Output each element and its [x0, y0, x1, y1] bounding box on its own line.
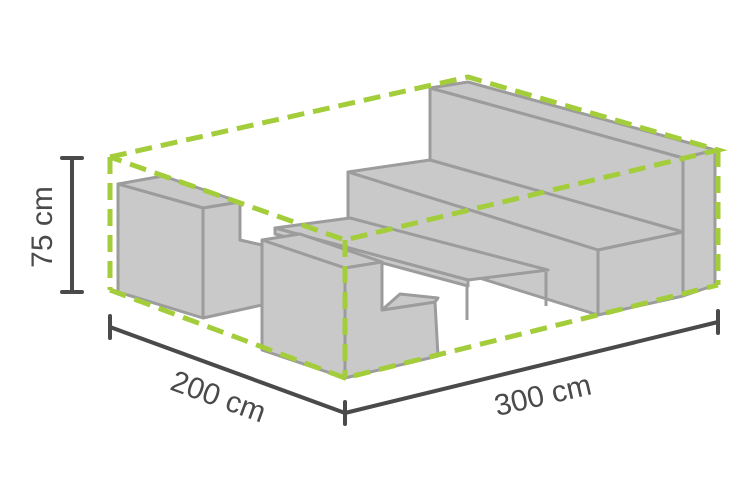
- cover-outline: [107, 74, 728, 381]
- sofa-right-arm: [681, 148, 717, 298]
- furniture-set: [116, 80, 717, 380]
- cover-bottom-outline: [109, 282, 719, 381]
- depth-label: 200 cm: [166, 365, 270, 430]
- dimension-lines: [60, 156, 720, 426]
- left-chair-side: [201, 200, 264, 320]
- armchair-seat-top: [380, 292, 440, 312]
- left-chair-front: [116, 182, 205, 320]
- height-label: 75 cm: [26, 186, 59, 268]
- width-label: 300 cm: [491, 369, 594, 423]
- width-dimension-line: [343, 320, 720, 415]
- depth-dimension-line: [108, 325, 347, 415]
- armchair-side: [343, 260, 440, 380]
